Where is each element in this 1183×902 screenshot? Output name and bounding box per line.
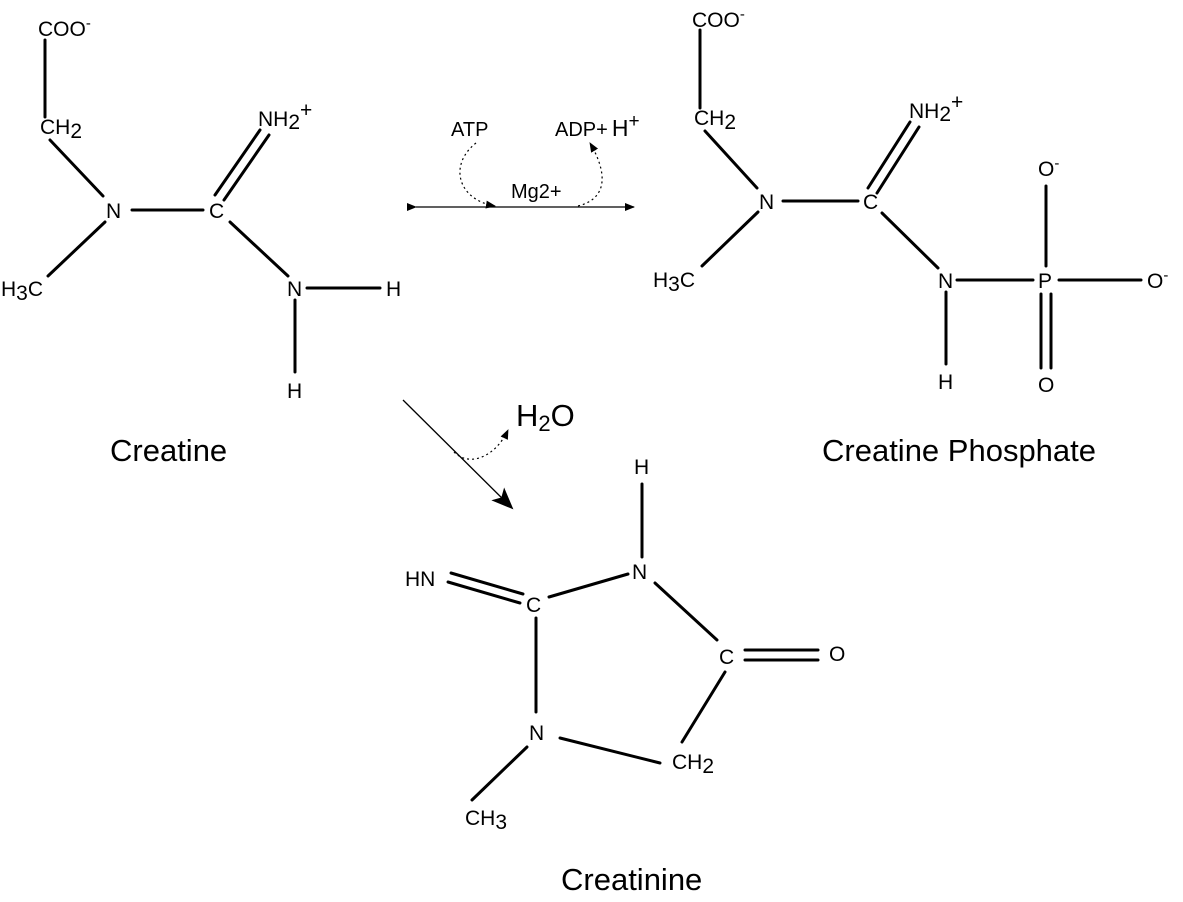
creatinine-label: Creatinine xyxy=(561,862,702,897)
atp-label: ATP xyxy=(451,119,488,141)
cp-h3c: H3C xyxy=(653,269,695,296)
cn-o: O xyxy=(829,643,845,666)
cp-bond-c-nh2-b xyxy=(875,125,921,195)
bond-ch2-n xyxy=(48,138,105,198)
cn-bond-cright-ch2 xyxy=(680,670,727,744)
cn-bond-hn-c-b xyxy=(446,580,522,605)
cn-c-right: C xyxy=(719,646,734,669)
cn-bond-n-ch3 xyxy=(470,745,529,802)
cp-bond-n-ch3 xyxy=(700,210,760,268)
cp-ch2: CH2 xyxy=(694,107,736,134)
cp-o-right: O- xyxy=(1147,267,1168,293)
cn-bond-n-ch2 xyxy=(558,736,662,765)
mg-label: Mg2+ xyxy=(511,181,562,203)
cn-bond-hn-c-a xyxy=(449,571,525,596)
creatine-nh2: NH2+ xyxy=(258,99,312,134)
cn-bond-n-cleft xyxy=(547,572,630,599)
cp-c: C xyxy=(863,191,878,214)
creatine-molecule: COO- CH2 N C NH2+ N H H H3C Creatine xyxy=(1,15,401,468)
bond-c-n2 xyxy=(228,220,290,278)
cp-bond-ch2-n xyxy=(703,129,759,190)
creatine-h-right: H xyxy=(386,278,401,301)
creatine-phosphate-label: Creatine Phosphate xyxy=(822,433,1096,468)
cn-n-top: N xyxy=(632,561,647,584)
creatine-coo: COO- xyxy=(38,15,91,41)
creatine-h-down: H xyxy=(287,380,302,403)
cp-nh2: NH2+ xyxy=(909,91,963,126)
creatine-phosphate-molecule: COO- CH2 N C NH2+ N H H3C P O- O- O Crea… xyxy=(653,6,1168,468)
creatine-n2: N xyxy=(287,278,302,301)
creatine-h3c: H3C xyxy=(1,278,43,305)
cp-h: H xyxy=(938,371,953,394)
creatine-label: Creatine xyxy=(110,433,227,468)
phosphorylation-arrows: ATP ADP+H+ Mg2+ xyxy=(407,111,640,211)
dehydration-arrow: H2O xyxy=(402,398,575,510)
cn-hn: HN xyxy=(405,568,435,591)
water-label: H2O xyxy=(516,398,575,436)
bond-n-ch3 xyxy=(46,220,107,278)
creatine-c: C xyxy=(209,200,224,223)
cn-ch2: CH2 xyxy=(672,751,714,778)
bond-c-nh2-a xyxy=(213,128,262,197)
adp-label: ADP+H+ xyxy=(555,111,640,141)
creatine-n: N xyxy=(106,200,121,223)
atp-curve-arrow xyxy=(459,142,496,209)
cn-h: H xyxy=(634,456,649,479)
cp-n: N xyxy=(759,191,774,214)
cn-n-bottom: N xyxy=(529,722,544,745)
cn-ch3: CH3 xyxy=(465,807,507,834)
cp-bond-c-nh2-a xyxy=(866,120,912,190)
adp-curve-arrow xyxy=(577,142,603,207)
cp-coo: COO- xyxy=(692,6,745,32)
cp-bond-c-n2 xyxy=(880,211,940,270)
creatinine-molecule: H N HN C C O N CH2 CH3 Creatinine xyxy=(405,456,845,897)
cp-o-top: O- xyxy=(1038,155,1059,181)
cp-p: P xyxy=(1038,270,1052,293)
water-curve-arrow xyxy=(453,429,509,460)
cp-n2: N xyxy=(938,270,953,293)
creatine-ch2: CH2 xyxy=(40,116,82,143)
cp-o-bottom: O xyxy=(1038,374,1054,397)
bond-c-nh2-b xyxy=(222,133,271,202)
cn-c-left: C xyxy=(526,594,541,617)
creatinine-arrow-line xyxy=(402,399,514,510)
cn-bond-n-cright xyxy=(653,581,719,642)
